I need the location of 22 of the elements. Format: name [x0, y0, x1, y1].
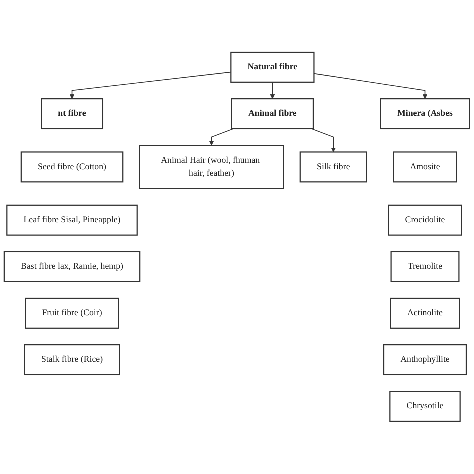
- node-box: Anthophyllite: [383, 344, 468, 376]
- node-box: Stalk fibre (Rice): [24, 344, 120, 376]
- arrow: [270, 82, 276, 100]
- node-box: Amosite: [393, 152, 458, 183]
- node-box: Chrysotile: [390, 391, 461, 422]
- node-box: Minera (Asbes: [380, 98, 470, 130]
- node-box: Fruit fibre (Coir): [25, 298, 120, 329]
- node-box: Natural fibre: [230, 52, 315, 83]
- node-box: Actinolite: [390, 298, 460, 329]
- node-box: nt fibre: [41, 98, 104, 130]
- node-box: Crocidolite: [388, 204, 462, 236]
- node-box: Tremolite: [390, 251, 460, 282]
- node-box: Silk fibre: [300, 152, 368, 183]
- node-box: Leaf fibre Sisal, Pineapple): [6, 204, 138, 236]
- node-box: Seed fibre (Cotton): [20, 152, 124, 183]
- arrow: [70, 72, 232, 100]
- node-box: Bast fibre lax, Ramie, hemp): [4, 251, 141, 282]
- node-box: Animal Hair (wool, fhuman hair, feather): [139, 145, 284, 190]
- arrow: [209, 128, 234, 146]
- node-box: Animal fibre: [231, 98, 314, 130]
- arrow: [314, 73, 428, 100]
- arrow: [311, 128, 336, 152]
